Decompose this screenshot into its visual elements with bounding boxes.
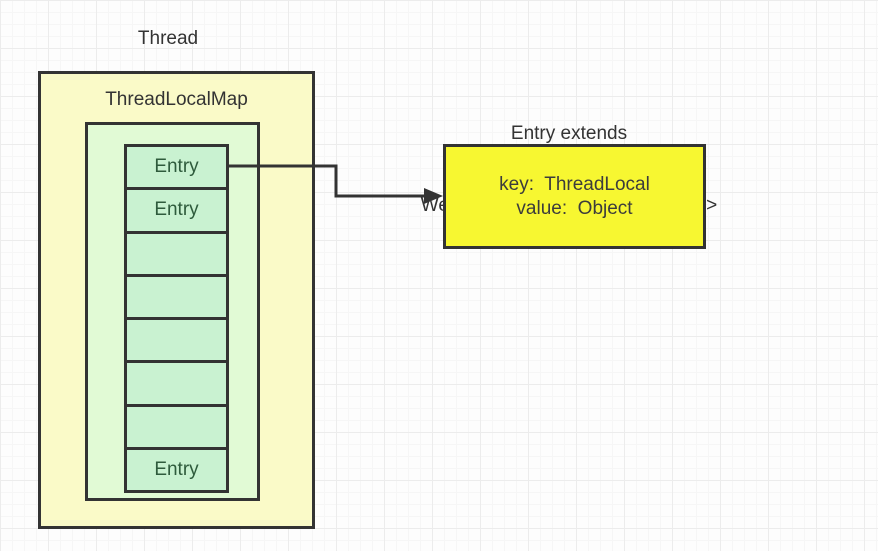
entry-slot: Entry bbox=[127, 147, 226, 191]
entry-slot bbox=[127, 276, 226, 320]
entry-slot bbox=[127, 406, 226, 450]
entry-key-line: key: ThreadLocal bbox=[499, 173, 650, 195]
entry-detail-box: key: ThreadLocal value: Object bbox=[443, 144, 706, 249]
entry-slot: Entry bbox=[127, 449, 226, 490]
threadlocalmap-title: ThreadLocalMap bbox=[105, 89, 248, 110]
thread-label: Thread bbox=[137, 28, 199, 49]
entry-slot bbox=[127, 233, 226, 277]
entry-slot bbox=[127, 363, 226, 407]
caption-line-1: Entry extends bbox=[510, 123, 628, 144]
entry-value-line: value: Object bbox=[516, 197, 633, 219]
entry-slot-stack: Entry Entry Entry bbox=[124, 144, 229, 493]
entry-slot bbox=[127, 320, 226, 364]
entry-slot: Entry bbox=[127, 190, 226, 234]
